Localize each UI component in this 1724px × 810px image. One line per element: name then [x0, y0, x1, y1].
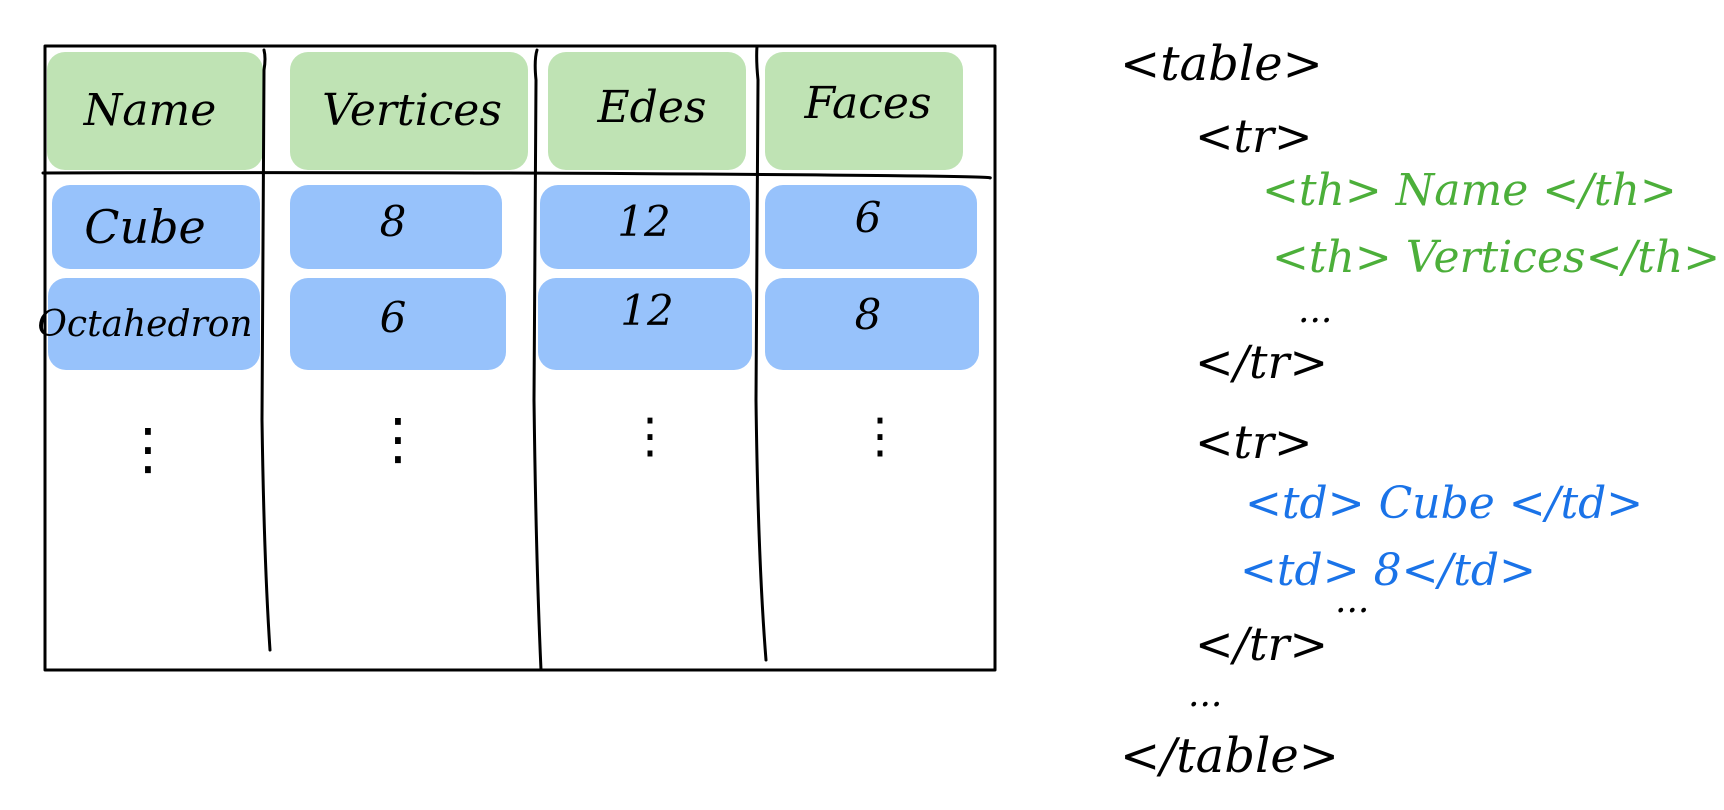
cell-r2-faces: 8 — [855, 290, 882, 339]
code-td-cube: <td> Cube </td> — [1245, 478, 1643, 529]
body-cell-r2c1 — [48, 278, 260, 370]
continuation-dots-col2: ⋮ — [370, 407, 426, 472]
code-td-more: ... — [1335, 580, 1369, 621]
header-cell-vertices — [290, 52, 528, 170]
continuation-dots-col1: ⋮ — [120, 417, 176, 482]
column-divider-1 — [260, 48, 272, 652]
header-cell-faces — [765, 52, 963, 170]
cell-r2-name: Octahedron — [37, 304, 252, 345]
cell-r1-vertices: 8 — [380, 197, 407, 246]
header-faces: Faces — [803, 78, 931, 129]
column-divider-3 — [754, 44, 768, 662]
body-cell-r2c2 — [290, 278, 506, 370]
code-tr-open-1: <tr> — [1195, 109, 1313, 163]
code-table-close: </table> — [1120, 728, 1339, 784]
code-tr-close-1: </tr> — [1195, 335, 1328, 389]
cell-r1-name: Cube — [84, 200, 206, 254]
code-table-open: <table> — [1120, 36, 1323, 92]
continuation-dots-col4: ⋮ — [856, 408, 904, 464]
column-divider-2 — [532, 48, 543, 672]
body-cell-r1c2 — [290, 185, 502, 269]
body-cell-r2c4 — [765, 278, 979, 370]
header-vertices: Vertices — [322, 85, 502, 136]
header-name: Name — [83, 85, 217, 136]
header-edges: Edes — [597, 82, 707, 133]
header-divider — [41, 171, 992, 180]
cell-r2-edges: 12 — [620, 286, 673, 335]
code-th-vertices: <th> Vertices</th> — [1272, 232, 1720, 283]
body-cell-r1c4 — [765, 185, 977, 269]
body-cell-r1c3 — [540, 185, 750, 269]
code-th-more: ... — [1298, 290, 1332, 331]
code-th-name: <th> Name </th> — [1262, 165, 1677, 216]
code-listing: <table> <tr> <th> Name </th> <th> Vertic… — [1120, 36, 1720, 784]
code-tr-open-2: <tr> — [1195, 415, 1313, 469]
code-td-eight: <td> 8</td> — [1240, 545, 1536, 596]
table-drawing: Name Vertices Edes Faces Cube 8 12 6 Oct… — [37, 44, 997, 672]
body-cell-r2c3 — [538, 278, 752, 370]
cell-r1-edges: 12 — [617, 197, 670, 246]
header-cell-edges — [548, 52, 746, 170]
cell-r2-vertices: 6 — [380, 293, 407, 342]
header-cell-name — [47, 52, 263, 170]
code-rows-more: ... — [1188, 674, 1222, 715]
cell-r1-faces: 6 — [855, 193, 882, 242]
code-tr-close-2: </tr> — [1195, 617, 1328, 671]
continuation-dots-col3: ⋮ — [626, 408, 674, 464]
body-cell-r1c1 — [52, 185, 260, 269]
table-border — [43, 44, 997, 672]
